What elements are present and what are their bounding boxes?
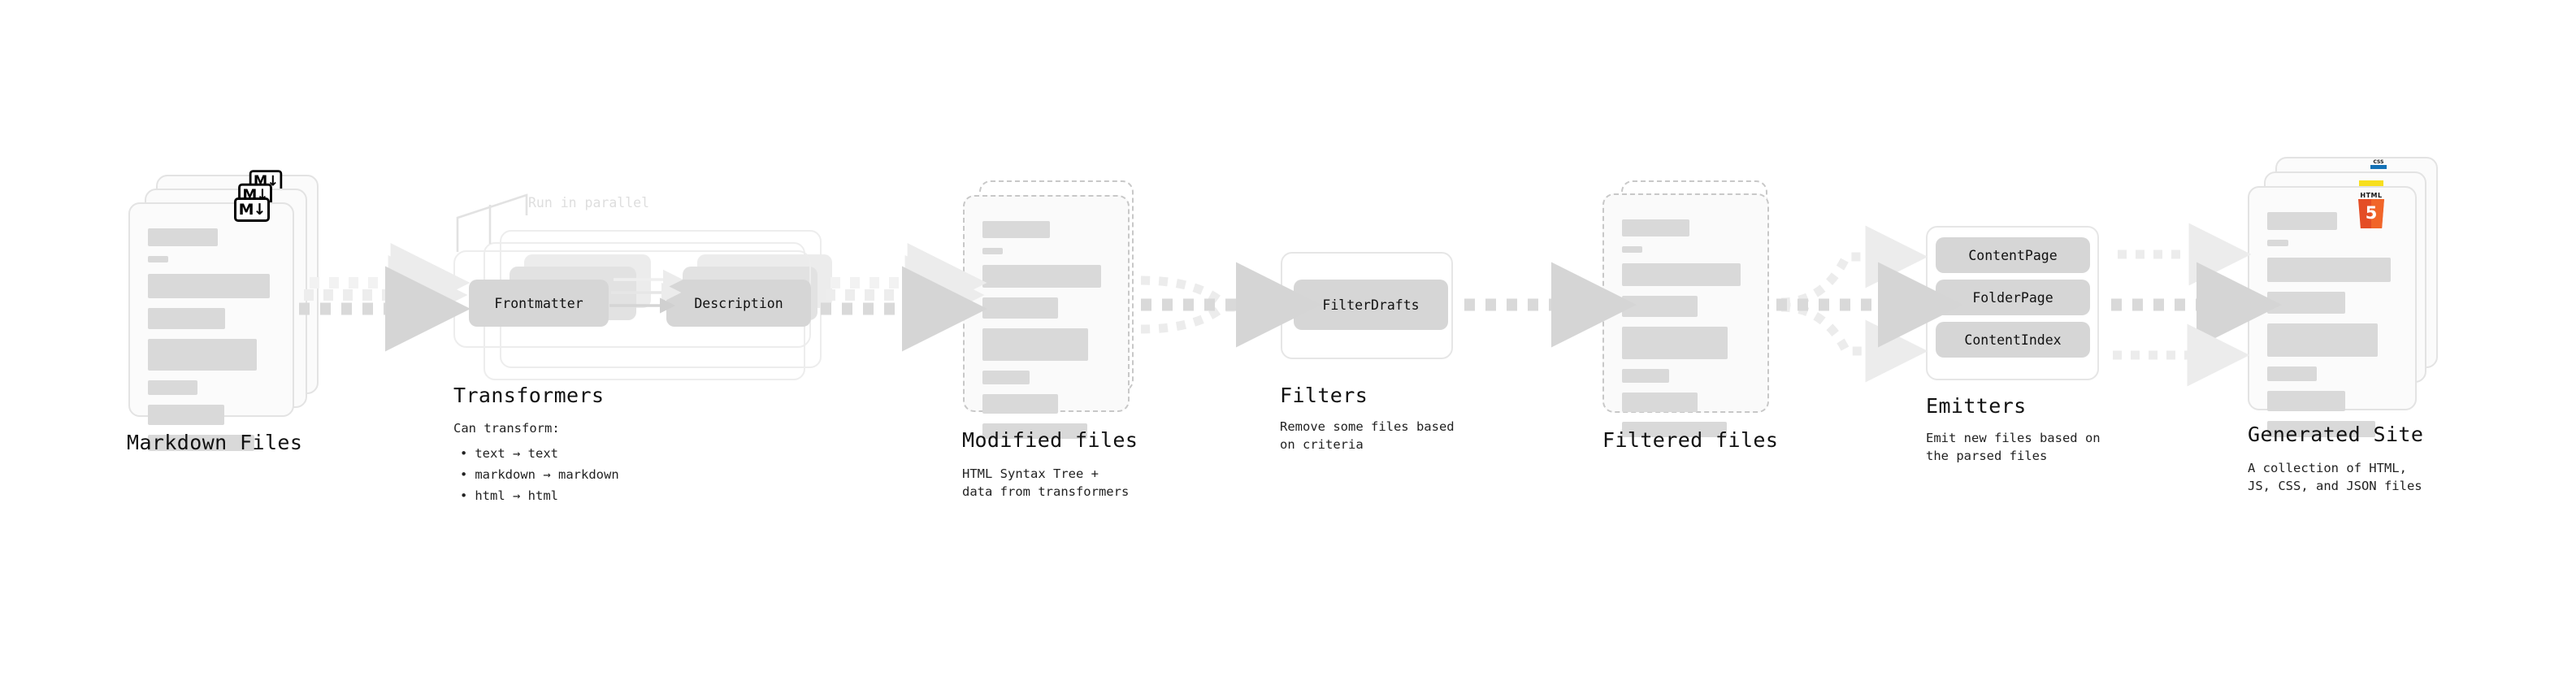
filter-chip-filterdrafts[interactable]: FilterDrafts — [1294, 280, 1448, 330]
transformers-bullet-1: markdown → markdown — [460, 464, 618, 485]
markdown-badge-icon: M↓ — [234, 197, 270, 222]
modified-files-title: Modified files — [962, 428, 1138, 452]
html5-shield: 5 — [2358, 199, 2384, 228]
transformers-title: Transformers — [453, 384, 605, 407]
generated-site-title: Generated Site — [2248, 423, 2424, 446]
css-badge-label: CSS — [2373, 159, 2384, 165]
emitter-chip-contentpage[interactable]: ContentPage — [1936, 237, 2090, 273]
emitters-title: Emitters — [1926, 394, 2027, 418]
transformers-bullet-2: html → html — [460, 485, 619, 506]
emitter-chip-contentindex[interactable]: ContentIndex — [1936, 322, 2090, 358]
filtered-files-title: Filtered files — [1602, 428, 1779, 452]
markdown-file-card-front — [128, 202, 294, 451]
modified-file-card-front — [963, 195, 1130, 439]
doc-placeholder-lines — [1622, 219, 1750, 447]
transformers-bullet-list: text → text markdown → markdown html → h… — [460, 443, 619, 506]
generated-site-card-front — [2248, 186, 2417, 437]
doc-placeholder-lines — [2267, 212, 2397, 447]
transformers-subtitle: Can transform: — [453, 421, 560, 436]
emitters-subtitle: Emit new files based on the parsed files — [1926, 431, 2101, 463]
filters-subtitle: Remove some files based on criteria — [1280, 419, 1455, 452]
arrow-modified-to-filters — [1140, 262, 1321, 348]
emitter-chip-folderpage[interactable]: FolderPage — [1936, 280, 2090, 315]
run-in-parallel-annotation: Run in parallel — [528, 195, 650, 210]
doc-placeholder-lines — [982, 221, 1110, 449]
transformer-chip-frontmatter[interactable]: Frontmatter — [469, 280, 609, 327]
html5-digit: 5 — [2365, 203, 2378, 223]
transformer-chip-description[interactable]: Description — [666, 280, 811, 327]
modified-files-subtitle: HTML Syntax Tree + data from transformer… — [962, 466, 1130, 499]
html5-badge-icon: HTML 5 — [2356, 192, 2387, 229]
arrow-filtered-to-emitters — [1776, 225, 1963, 383]
html5-badge-label: HTML — [2360, 192, 2383, 199]
arrow-transformers-to-modified — [821, 243, 987, 352]
transformers-bullet-0: text → text — [460, 443, 619, 464]
arrow-emitters-to-site — [2111, 223, 2282, 387]
css-badge-bar — [2370, 165, 2387, 169]
generated-site-subtitle: A collection of HTML, JS, CSS, and JSON … — [2248, 461, 2422, 493]
css-badge-icon: CSS — [2370, 159, 2387, 171]
doc-placeholder-lines — [148, 228, 275, 461]
filtered-file-card-front — [1602, 193, 1769, 437]
markdown-files-title: Markdown Files — [127, 431, 303, 454]
filters-title: Filters — [1280, 384, 1368, 407]
